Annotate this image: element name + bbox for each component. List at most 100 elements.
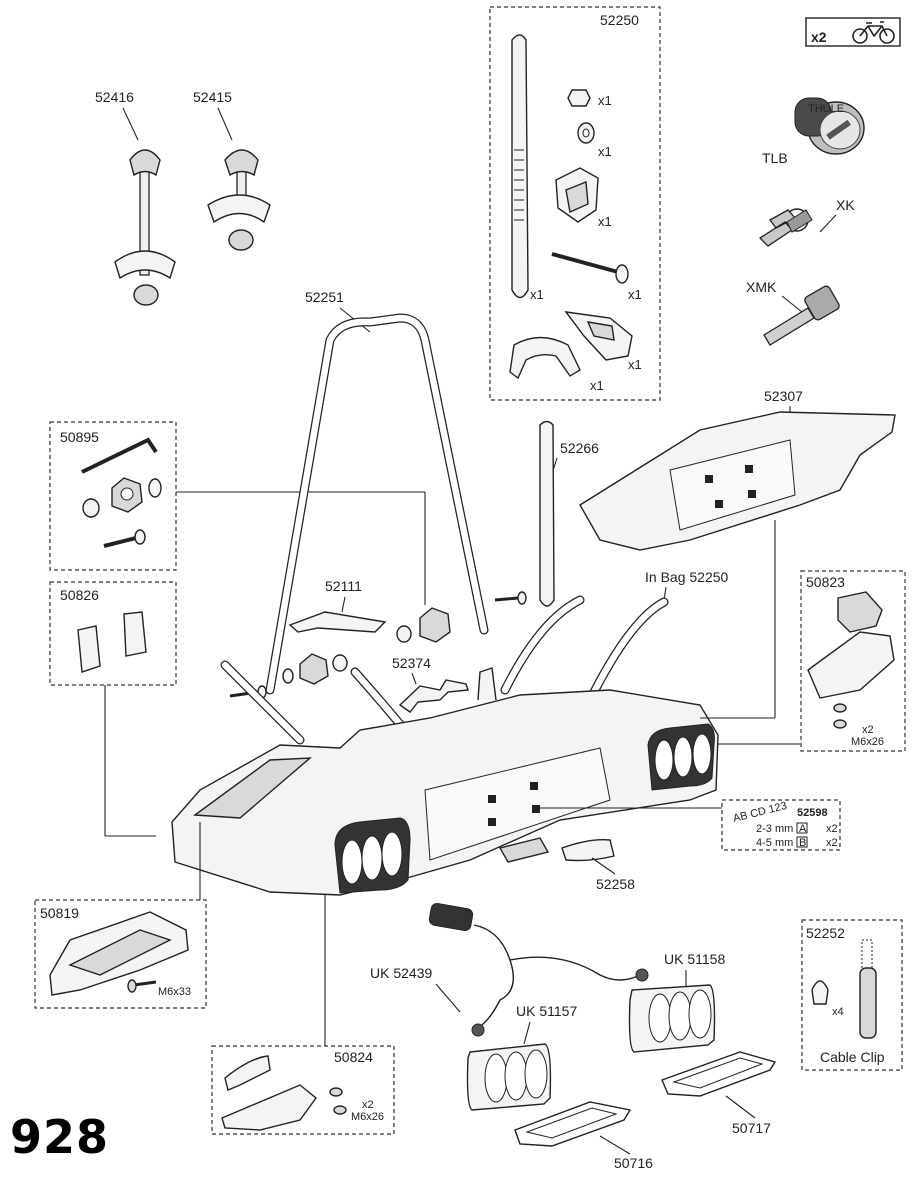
- bolt-52250: [551, 252, 629, 284]
- screw-50819: [127, 979, 157, 993]
- keys-icon: [758, 208, 813, 247]
- hinge-cover-52111: [288, 611, 387, 633]
- wheel-tray-end-50819: [49, 911, 189, 996]
- label-50819: 50819: [40, 905, 79, 921]
- label-uk-52439: UK 52439: [370, 965, 432, 981]
- screw-50823: [833, 703, 847, 729]
- nut-52250: [567, 89, 591, 107]
- arch-frame-52251: [265, 313, 489, 695]
- quantity-badge-label: x2: [811, 29, 827, 45]
- allen-key-icon: [81, 437, 158, 474]
- label-52111: 52111: [325, 578, 362, 594]
- size-screw-50819: M6x33: [158, 986, 191, 998]
- right-rear-light: [647, 723, 715, 791]
- qty-nut: x1: [598, 93, 612, 108]
- label-52374: 52374: [392, 655, 431, 671]
- qty-screw-50824: x2: [362, 1099, 374, 1111]
- box-50823: [800, 570, 906, 752]
- label-50826: 50826: [60, 587, 99, 603]
- qty-screw-50823: x2: [862, 724, 874, 736]
- wiring-harness: [428, 902, 649, 1037]
- label-uk-51157: UK 51157: [516, 1003, 577, 1019]
- label-52307: 52307: [764, 388, 803, 404]
- plate-x2-b: x2: [826, 837, 838, 849]
- lock-brand-text: THULE: [808, 103, 844, 115]
- screw-50824: [329, 1087, 347, 1115]
- washer-lower: [282, 668, 294, 684]
- gasket-50717: [661, 1051, 777, 1097]
- bolt-52251: [494, 591, 527, 605]
- box-50819: [34, 899, 207, 1009]
- bolt-50895: [103, 529, 146, 548]
- qty-bolt: x1: [628, 287, 642, 302]
- bicycle-icon: [852, 21, 895, 44]
- rear-light-board-52307: [579, 411, 896, 551]
- strap-lock-52250: [564, 311, 633, 361]
- clamp-bracket-52250: [555, 167, 599, 223]
- foot-pad-52258: [561, 838, 615, 862]
- gasket-50716: [514, 1101, 632, 1147]
- label-52251: 52251: [305, 289, 344, 305]
- box-52252: [801, 919, 903, 1071]
- box-50895: [49, 421, 177, 571]
- qty-bracket: x1: [598, 214, 612, 229]
- spacer-50895: [82, 498, 100, 518]
- box-50824: [211, 1045, 395, 1135]
- label-52252: 52252: [806, 925, 845, 941]
- master-key-icon: [763, 285, 840, 346]
- label-52258: 52258: [596, 876, 635, 892]
- box-50826: [49, 581, 177, 686]
- spacer-lower: [332, 654, 348, 672]
- rear-light-uk-51157: [466, 1043, 552, 1111]
- label-xmk: XMK: [746, 279, 777, 295]
- label-tlb: TLB: [762, 150, 788, 166]
- box-52250: [489, 6, 661, 401]
- rear-light-uk-51158: [628, 984, 716, 1053]
- left-rear-light: [334, 817, 411, 894]
- quantity-badge: x2: [805, 17, 901, 47]
- washer-50895: [148, 478, 162, 498]
- spacer-arch: [396, 625, 412, 643]
- carrier-body: [171, 595, 719, 896]
- washer-52250: [577, 122, 595, 144]
- qty-strap: x1: [530, 287, 544, 302]
- label-50717: 50717: [732, 1120, 771, 1136]
- frame-holder-short-52415: [207, 149, 271, 251]
- label-50824: 50824: [334, 1049, 373, 1065]
- label-cable-clip: Cable Clip: [820, 1049, 885, 1065]
- wheel-holder-52250: [509, 336, 581, 380]
- light-housing-50823: [807, 591, 895, 699]
- qty-cable-clip: x4: [832, 1006, 844, 1018]
- label-50716: 50716: [614, 1155, 653, 1171]
- label-uk-51158: UK 51158: [664, 951, 725, 967]
- plate-b: B: [799, 837, 806, 849]
- strap-52250: [511, 34, 529, 299]
- plate-row2: 4-5 mm =: [756, 837, 803, 849]
- lock-cylinder-icon: THULE: [794, 97, 865, 155]
- lock-lever-52374: [398, 679, 469, 713]
- label-52415: 52415: [193, 89, 232, 105]
- end-cap-left-50826: [77, 625, 101, 673]
- plate-sample: AB CD 123: [732, 800, 788, 825]
- label-52416: 52416: [95, 89, 134, 105]
- size-screw-50824: M6x26: [351, 1111, 384, 1123]
- label-xk: XK: [836, 197, 855, 213]
- light-housing-50824: [221, 1055, 317, 1131]
- label-in-bag-52250: In Bag 52250: [645, 569, 729, 585]
- box-52598: [721, 799, 841, 851]
- label-50823: 50823: [806, 574, 845, 590]
- knob-arch: [419, 607, 451, 643]
- model-number: 928: [10, 1110, 110, 1164]
- strap-52266: [539, 420, 555, 607]
- plate-a: A: [799, 823, 807, 835]
- size-screw-50823: M6x26: [851, 736, 884, 748]
- plate-x2-a: x2: [826, 823, 838, 835]
- frame-holder-long-52416: [114, 149, 176, 306]
- label-52266: 52266: [560, 440, 599, 456]
- knob-50895: [111, 477, 143, 513]
- knob-lower: [299, 653, 329, 685]
- label-52250: 52250: [600, 12, 639, 28]
- end-cap-right-50826: [123, 611, 147, 657]
- qty-strap-lock: x1: [628, 357, 642, 372]
